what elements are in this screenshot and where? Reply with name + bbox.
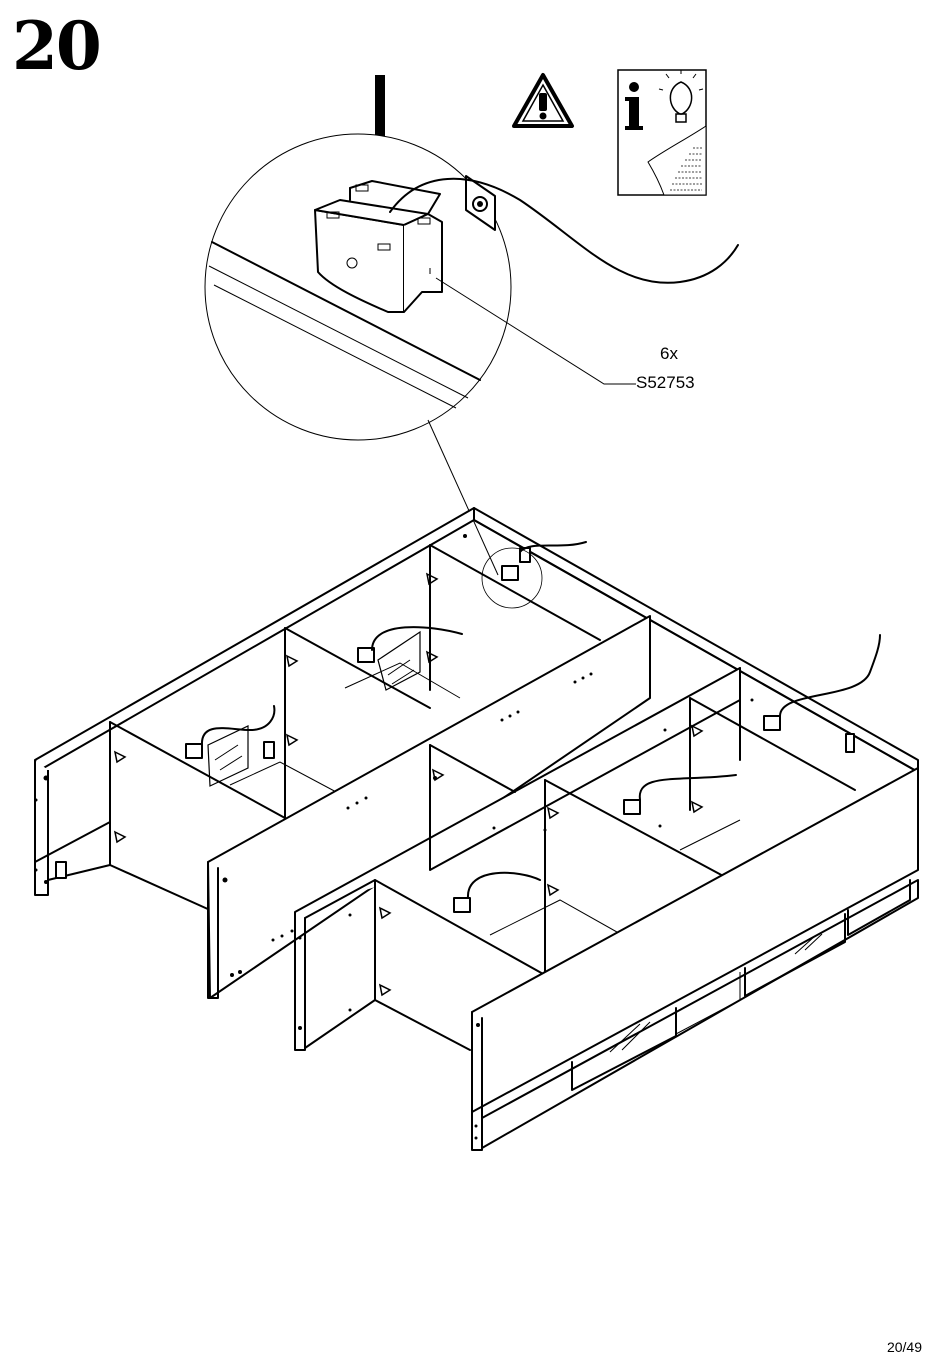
clip-5 xyxy=(624,775,736,814)
warning-triangle-icon xyxy=(514,75,572,126)
clip-2 xyxy=(358,627,462,662)
detail-leader-line xyxy=(428,420,498,575)
bed-frame-assembly xyxy=(35,508,919,1150)
clip-6 xyxy=(454,873,540,912)
info-lightbulb-icon xyxy=(618,70,706,195)
